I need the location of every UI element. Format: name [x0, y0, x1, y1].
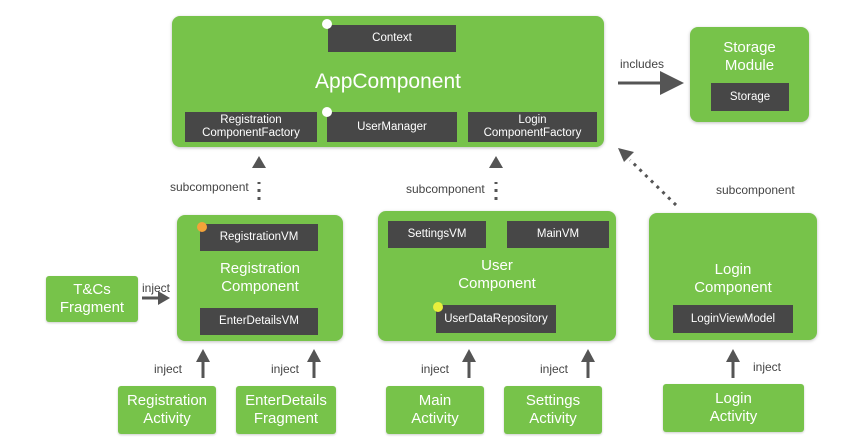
- user-data-repository-marker-dot: [433, 302, 443, 312]
- subcomponent-connector-right: [628, 158, 678, 207]
- login-view-model-class: LoginViewModel: [673, 305, 793, 333]
- subcomponent-arrowhead-right: [618, 148, 634, 162]
- inject-label-enter-details: inject: [271, 362, 300, 376]
- inject-label-tc: inject: [142, 281, 171, 295]
- registration-activity: Registration Activity: [118, 386, 216, 434]
- user-manager-marker-dot: [322, 107, 332, 117]
- settings-vm-class: SettingsVM: [388, 221, 486, 248]
- subcomponent-label-mid: subcomponent: [406, 182, 485, 196]
- subcomponent-label-right: subcomponent: [716, 183, 795, 197]
- includes-label: includes: [620, 57, 665, 71]
- main-activity: Main Activity: [386, 386, 484, 434]
- user-data-repository-class: UserDataRepository: [436, 305, 556, 333]
- inject-label-settings: inject: [540, 362, 569, 376]
- main-vm-class: MainVM: [507, 221, 609, 248]
- subcomponent-label-left: subcomponent: [170, 180, 249, 194]
- registration-vm-class: RegistrationVM: [200, 224, 318, 251]
- registration-vm-marker-dot: [197, 222, 207, 232]
- registration-component: RegistrationVM Registration Component En…: [177, 215, 343, 341]
- enter-details-vm-class: EnterDetailsVM: [200, 308, 318, 335]
- login-component-factory-class: Login ComponentFactory: [468, 112, 597, 142]
- login-component: Login Component LoginViewModel: [649, 213, 817, 340]
- storage-module-title: Storage Module: [723, 39, 776, 74]
- user-component: SettingsVM MainVM User Component UserDat…: [378, 211, 616, 341]
- inject-label-registration: inject: [154, 362, 183, 376]
- tc-fragment: T&Cs Fragment: [46, 276, 138, 322]
- inject-label-login: inject: [753, 360, 782, 374]
- registration-component-title: Registration Component: [219, 260, 301, 295]
- enter-details-fragment: EnterDetails Fragment: [236, 386, 336, 434]
- storage-module: Storage Module Storage: [690, 27, 809, 122]
- app-component: AppComponent Context Registration Compon…: [172, 16, 604, 147]
- subcomponent-arrowhead-mid: [489, 156, 503, 168]
- login-component-title: Login Component: [694, 261, 772, 296]
- app-component-title: AppComponent: [315, 70, 461, 93]
- login-activity: Login Activity: [663, 384, 804, 432]
- context-class: Context: [328, 25, 456, 52]
- user-component-title: User Component: [458, 257, 536, 292]
- user-manager-class: UserManager: [327, 112, 457, 142]
- settings-activity: Settings Activity: [504, 386, 602, 434]
- subcomponent-arrowhead-left: [252, 156, 266, 168]
- context-marker-dot: [322, 19, 332, 29]
- inject-label-main: inject: [421, 362, 450, 376]
- registration-component-factory-class: Registration ComponentFactory: [185, 112, 317, 142]
- storage-class: Storage: [711, 83, 789, 111]
